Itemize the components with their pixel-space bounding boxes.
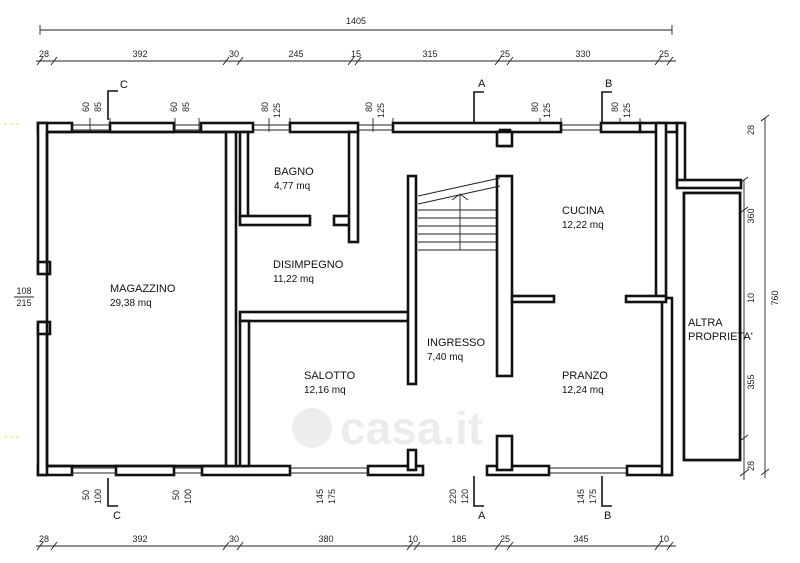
watermark-text: casa.it [340,402,483,454]
win-top-3a: 80 [364,102,374,112]
window-dims-top: 60 85 60 85 80 125 80 125 80 125 80 125 [81,102,641,132]
win-bottom-2b: 175 [327,489,337,504]
dim-top-5: 315 [422,49,437,59]
room-magazzino-name: MAGAZZINO [110,283,176,295]
section-a-top: A [478,78,486,90]
win-bottom-0b: 100 [93,489,103,504]
room-bagno-area: 4,77 mq [274,181,310,192]
win-top-2a: 80 [260,102,270,112]
staircase [417,177,501,251]
room-salotto-area: 12,16 mq [304,385,346,396]
room-pranzo-name: PRANZO [562,370,608,382]
dim-top-7: 330 [575,49,590,59]
win-bottom-0a: 50 [81,490,91,500]
win-bottom-2a: 145 [315,489,325,504]
dim-bottom-4: 10 [408,534,418,544]
dim-right-3: 355 [746,374,756,389]
room-cucina-area: 12,22 mq [562,220,604,231]
section-b-top: B [605,78,612,90]
overall-dimension-top: 1405 [39,16,673,35]
section-c-top: C [120,79,128,91]
room-labels: BAGNO 4,77 mq DISIMPEGNO 11,22 mq MAGAZZ… [110,166,753,396]
dim-right-0: 28 [746,125,756,135]
dim-right-1: 360 [746,208,756,223]
dimension-column-right: 28 360 10 355 28 760 [739,114,780,480]
dim-left-0: 108 [16,286,31,296]
dim-top-3: 245 [288,49,303,59]
dim-top-4: 15 [351,49,361,59]
watermark: casa.it [292,402,483,454]
win-top-1a: 60 [169,102,179,112]
dim-top-2: 30 [229,49,239,59]
win-top-0a: 60 [81,102,91,112]
section-b-bottom: B [604,510,611,522]
room-ingresso-name: INGRESSO [427,337,486,349]
dim-bottom-3: 380 [318,534,333,544]
win-top-0b: 85 [93,102,103,112]
win-bottom-4a: 145 [576,489,586,504]
dim-left-1: 215 [16,298,31,308]
dim-top-0: 28 [39,49,49,59]
win-bottom-1a: 50 [171,490,181,500]
room-pranzo-area: 12,24 mq [562,385,604,396]
section-a-bottom: A [478,510,486,522]
room-magazzino-area: 29,38 mq [110,298,152,309]
room-disimpegno-name: DISIMPEGNO [273,259,344,271]
dim-bottom-2: 30 [229,534,239,544]
win-bottom-3b: 120 [460,489,470,504]
dim-bottom-5: 185 [451,534,466,544]
room-ingresso-area: 7,40 mq [427,352,463,363]
dim-top-8: 25 [659,49,669,59]
win-top-4a: 80 [530,102,540,112]
room-salotto-name: SALOTTO [304,370,356,382]
dim-bottom-7: 345 [573,534,588,544]
dim-bottom-8: 10 [659,534,669,544]
room-disimpegno-area: 11,22 mq [273,274,314,285]
dimension-left-opening: 108 215 [4,123,34,438]
window-dims-bottom: 50 100 50 100 145 175 220 120 145 175 [81,489,598,504]
dim-bottom-1: 392 [132,534,147,544]
dim-top-1: 392 [132,49,147,59]
room-altra-line1: ALTRA [688,317,723,329]
overall-width-label: 1405 [346,16,366,26]
section-c-bottom: C [113,510,121,522]
dim-bottom-0: 28 [39,534,49,544]
room-bagno-name: BAGNO [274,166,314,178]
dim-bottom-6: 25 [500,534,510,544]
dim-overall-height: 760 [770,290,780,305]
win-bottom-1b: 100 [183,489,193,504]
room-altra-line2: PROPRIETA' [688,331,753,343]
dimension-row-top: 28 392 30 245 15 315 25 330 25 [36,49,676,66]
window-sills [72,124,627,474]
section-marks: C C A A B B [107,78,612,522]
dim-right-2: 10 [746,293,756,303]
win-top-2b: 125 [272,103,282,118]
win-top-3b: 125 [376,103,386,118]
win-top-5b: 125 [622,103,632,118]
room-cucina-name: CUCINA [562,205,605,217]
win-top-5a: 80 [610,102,620,112]
dimension-row-bottom: 28 392 30 380 10 185 25 345 10 [36,534,676,551]
dim-top-6: 25 [500,49,510,59]
win-top-1b: 85 [181,102,191,112]
win-bottom-3a: 220 [448,489,458,504]
dim-right-4: 28 [746,461,756,471]
win-top-4b: 125 [542,103,552,118]
walls [36,121,743,477]
win-bottom-4b: 175 [588,489,598,504]
